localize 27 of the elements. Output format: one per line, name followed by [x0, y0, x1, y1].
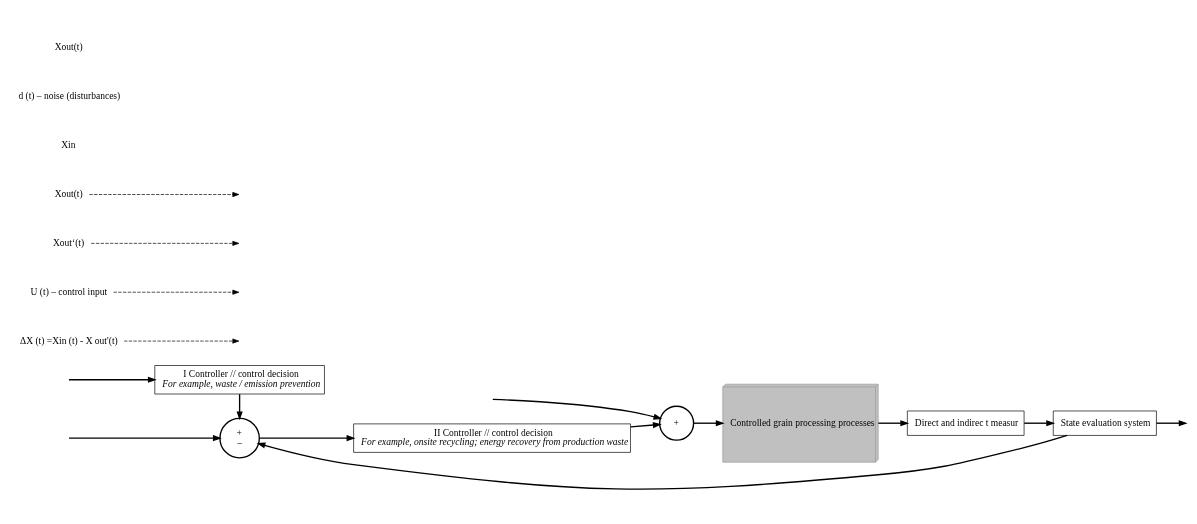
arrow	[123, 338, 240, 344]
node-circle: +	[659, 405, 695, 441]
node-box: State evaluation system	[1052, 410, 1157, 436]
arrow	[89, 191, 240, 197]
node-box: II Controller // control decision For example, onsite recycling; energy recovery from production waste	[353, 423, 631, 453]
label: Xin	[61, 139, 76, 150]
node-text: Xout‘(t)	[53, 237, 85, 248]
node-text: U (t) – control input	[30, 286, 108, 297]
node-box: Direct and indirec t measur	[907, 410, 1025, 436]
arrow	[1023, 419, 1056, 426]
arrow	[877, 419, 910, 426]
arrow	[258, 434, 356, 441]
arrow	[492, 398, 663, 420]
arrow	[1155, 419, 1188, 426]
node-box: I Controller // control decision For example, waste / emission prevention	[154, 364, 325, 394]
label: d (t) – noise (disturbances)	[18, 90, 121, 101]
arrow	[256, 434, 1068, 490]
node-text: Xout(t)	[54, 188, 83, 199]
arrow	[630, 421, 662, 428]
node-circle: + –	[219, 417, 260, 458]
arrow	[68, 376, 157, 383]
arrow	[68, 434, 222, 441]
node-text: ΔX (t) =Xin (t) - X out'(t)	[20, 335, 118, 346]
arrow	[693, 419, 725, 426]
arrow	[113, 289, 240, 295]
label: Xout(t)	[54, 41, 83, 52]
arrow	[90, 240, 240, 246]
